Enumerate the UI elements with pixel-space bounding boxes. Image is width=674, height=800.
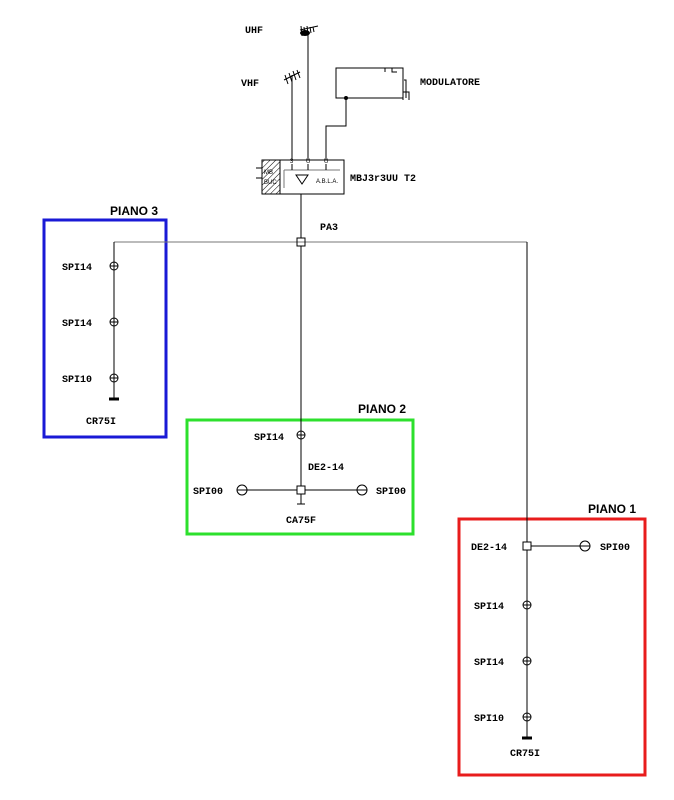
vhf-label: VHF [241, 79, 259, 90]
piano1-outlet-1-label: SPI14 [474, 602, 504, 613]
piano3-riser [109, 242, 119, 401]
piano2-outlet-right-label: SPI00 [376, 487, 406, 498]
piano3-outlet-3-label: SPI10 [62, 375, 92, 386]
piano1-outlet-3-label: SPI10 [474, 714, 504, 725]
piano1-outlet-1-icon [522, 600, 532, 610]
vhf-antenna-icon [283, 69, 301, 160]
piano3-outlet-1-label: SPI14 [62, 263, 92, 274]
uhf-label: UHF [245, 26, 263, 37]
amplifier-input-3: U [324, 159, 328, 165]
piano2-derivator-icon [242, 485, 360, 505]
piano1-outlet-3-icon [522, 712, 532, 722]
piano2-derivator-label: DE2-14 [308, 463, 344, 474]
piano2-box [185, 418, 415, 536]
piano1-derivator-icon [522, 541, 580, 740]
modulator-icon [325, 67, 410, 160]
splitter-label: PA3 [320, 223, 338, 234]
piano1-terminator-label: CR75I [510, 749, 540, 760]
splitter-icon [296, 237, 306, 247]
amplifier-icon [256, 159, 345, 195]
piano3-outlet-2-icon [109, 317, 119, 327]
piano3-terminator-label: CR75I [86, 417, 116, 428]
piano3-outlet-3-icon [109, 373, 119, 383]
piano3-title: PIANO 3 [110, 204, 158, 218]
piano2-outlet-top-label: SPI14 [254, 433, 284, 444]
piano1-box [457, 517, 647, 777]
amplifier-inner-label: A.B.L.A. [316, 179, 338, 185]
piano1-outlet-2-icon [522, 656, 532, 666]
piano2-terminator-label: CA75F [286, 516, 316, 527]
piano1-outlet-right-label: SPI00 [600, 543, 630, 554]
piano3-box [42, 218, 168, 439]
piano3-outlet-1-icon [109, 261, 119, 271]
trunk-lines [114, 194, 528, 542]
amplifier-label: MBJ3r3UU T2 [350, 174, 416, 185]
amplifier-input-2: U [306, 159, 310, 165]
piano2-outlet-left-label: SPI00 [193, 487, 223, 498]
modulator-label: MODULATORE [420, 78, 480, 89]
piano3-outlet-2-label: SPI14 [62, 319, 92, 330]
piano1-outlet-right-icon [579, 540, 591, 552]
piano2-title: PIANO 2 [358, 402, 406, 416]
piano2-outlet-right-icon [356, 484, 368, 496]
piano1-title: PIANO 1 [588, 502, 636, 516]
amplifier-side-label-2: BUC [264, 180, 277, 186]
piano2-outlet-top-icon [296, 430, 306, 440]
piano1-derivator-label: DE2-14 [471, 543, 507, 554]
piano1-outlet-2-label: SPI14 [474, 658, 504, 669]
amplifier-side-label-1: MB [264, 170, 273, 176]
piano2-outlet-left-icon [236, 484, 248, 496]
amplifier-input-1: 3 [290, 159, 294, 165]
uhf-antenna-icon [299, 25, 319, 160]
